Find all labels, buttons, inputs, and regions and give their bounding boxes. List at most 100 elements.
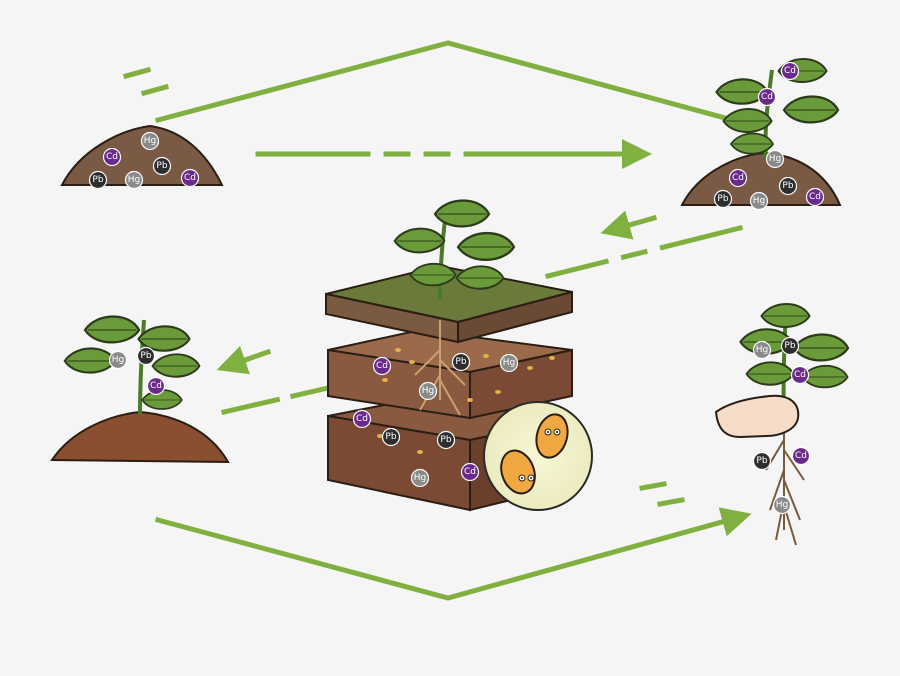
svg-text:Pb: Pb (440, 435, 451, 445)
arrow-to-left-plant (216, 345, 272, 375)
svg-text:Pb: Pb (756, 456, 767, 466)
svg-text:Pb: Pb (156, 161, 167, 171)
svg-text:Cd: Cd (356, 414, 368, 424)
leaf (782, 95, 840, 124)
svg-text:Pb: Pb (92, 175, 103, 185)
metal-pb: Pb (136, 346, 156, 366)
leaf (151, 353, 201, 378)
metal-pb: Pb (451, 352, 471, 372)
metal-hg: Hg (108, 350, 128, 370)
metal-pb: Pb (88, 170, 108, 190)
metal-cd: Cd (180, 168, 200, 188)
metal-cd: Cd (352, 409, 372, 429)
metal-hg: Hg (765, 149, 785, 169)
metal-cd: Cd (460, 462, 480, 482)
metal-pb: Pb (780, 336, 800, 356)
leaf (792, 333, 850, 362)
metal-cd: Cd (805, 187, 825, 207)
microbe (500, 449, 536, 495)
svg-text:Hg: Hg (769, 154, 781, 164)
leaf (722, 107, 773, 134)
speed-mark-top-left-1 (122, 66, 152, 80)
svg-text:Cd: Cd (376, 361, 388, 371)
leaf (393, 227, 446, 254)
svg-text:Cd: Cd (795, 451, 807, 461)
metal-pb: Pb (152, 156, 172, 176)
svg-text:Hg: Hg (112, 355, 124, 365)
metal-cd: Cd (790, 365, 810, 385)
metal-cd: Cd (146, 376, 166, 396)
metal-pb: Pb (381, 427, 401, 447)
svg-text:Pb: Pb (782, 181, 793, 191)
soil-mound (60, 124, 224, 186)
svg-text:Cd: Cd (784, 66, 796, 76)
speed-mark-bottom-right-1 (639, 481, 667, 491)
metal-hg: Hg (124, 170, 144, 190)
svg-text:Hg: Hg (128, 175, 140, 185)
plant-roots (765, 420, 805, 546)
svg-text:Cd: Cd (761, 92, 773, 102)
svg-text:Cd: Cd (464, 467, 476, 477)
plant-stem (138, 319, 146, 415)
svg-text:Pb: Pb (385, 432, 396, 442)
svg-text:Pb: Pb (784, 341, 795, 351)
plant-absorbing-metals: Cd Cd Hg Cd Pb Pb Hg Cd (680, 57, 842, 211)
leaf (801, 364, 849, 389)
metal-pb: Pb (778, 176, 798, 196)
metal-cd: Cd (757, 87, 777, 107)
arrows (122, 40, 752, 601)
leaf (730, 132, 774, 155)
leaf (63, 347, 117, 374)
metal-cd: Cd (372, 356, 392, 376)
speed-mark-bottom-right-2 (657, 497, 685, 507)
svg-text:Cd: Cd (794, 370, 806, 380)
metal-hg: Hg (752, 340, 772, 360)
dashed-arrow-left-from-layers (221, 385, 331, 415)
svg-text:Cd: Cd (732, 173, 744, 183)
svg-text:Hg: Hg (776, 500, 788, 510)
svg-text:Cd: Cd (809, 192, 821, 202)
svg-text:Cd: Cd (150, 381, 162, 391)
hand (714, 394, 800, 439)
metal-hg: Hg (410, 468, 430, 488)
metal-hg: Hg (499, 353, 519, 373)
arrow-to-right-plant-back (600, 210, 658, 240)
svg-text:Hg: Hg (422, 386, 434, 396)
metal-cd: Cd (102, 147, 122, 167)
speed-mark-top-left-2 (140, 83, 170, 97)
svg-text:Pb: Pb (140, 351, 151, 361)
dashed-arrow-right-to-layers (544, 224, 744, 280)
metal-hg: Hg (140, 131, 160, 151)
svg-text:Hg: Hg (144, 136, 156, 146)
metal-pb: Pb (713, 189, 733, 209)
bottom-chevron-arrow (154, 507, 752, 601)
microbe (535, 413, 569, 459)
metal-cd: Cd (791, 446, 811, 466)
svg-text:Pb: Pb (717, 194, 728, 204)
top-chevron-arrow (154, 40, 744, 126)
metal-cd: Cd (728, 168, 748, 188)
metal-cd: Cd (780, 61, 800, 81)
soil-mound (50, 410, 230, 464)
metal-pb: Pb (436, 430, 456, 450)
contaminated-soil-pile: Cd Hg Pb Pb Hg Cd (60, 124, 224, 190)
grass-layer-side (457, 290, 573, 344)
svg-text:Hg: Hg (756, 345, 768, 355)
svg-text:Hg: Hg (753, 196, 765, 206)
leaf (141, 389, 183, 410)
svg-text:Cd: Cd (184, 173, 196, 183)
metal-pb: Pb (752, 451, 772, 471)
uprooted-plant: Hg Pb Cd Pb Cd Hg (714, 302, 850, 546)
metal-hg: Hg (749, 191, 769, 211)
plant-stem (438, 219, 447, 301)
leaf (456, 231, 516, 262)
microbes-inset (483, 401, 593, 511)
leaf (409, 262, 457, 287)
plant-roots (414, 320, 466, 416)
svg-text:Cd: Cd (106, 152, 118, 162)
leaf (745, 361, 795, 386)
svg-text:Hg: Hg (503, 358, 515, 368)
soil-layers-with-microbes: Cd Pb Hg Hg Cd Pb Pb Hg (325, 199, 593, 512)
svg-text:Pb: Pb (455, 357, 466, 367)
